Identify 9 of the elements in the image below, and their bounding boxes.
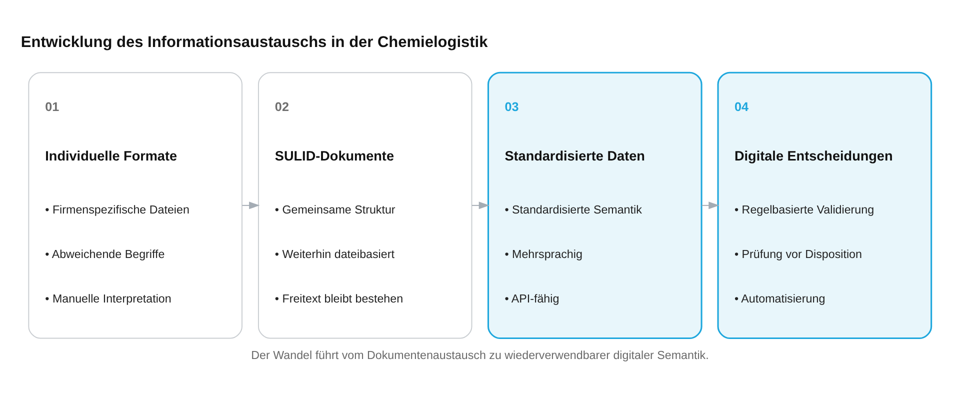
node-box: 03 Standardisierte Daten • Standardisierte Semantik • Mehrsprachig • API-fähig <box>487 71 702 339</box>
node-box: 02 SULID-Dokumente • Gemeinsame Struktur • Weiterhin dateibasiert • Freitext bleibt bestehen <box>258 72 472 338</box>
caption: Der Wandel führt vom Dokumentenaustausch zu wiederverwendbarer digitaler Semantik. <box>251 348 709 362</box>
node-box: 01 Individuelle Formate • Firmenspezifische Dateien • Abweichende Begriffe • Manuelle Interpretation <box>28 72 242 338</box>
diagram-title: Entwicklung des Informationsaustauschs in der Chemielogistik <box>20 34 488 51</box>
arrow <box>242 201 260 209</box>
arrow <box>472 201 490 209</box>
arrow <box>701 201 720 209</box>
node-box: 04 Digitale Entscheidungen • Regelbasierte Validierung • Prüfung vor Disposition • Automatisierung <box>717 71 932 339</box>
